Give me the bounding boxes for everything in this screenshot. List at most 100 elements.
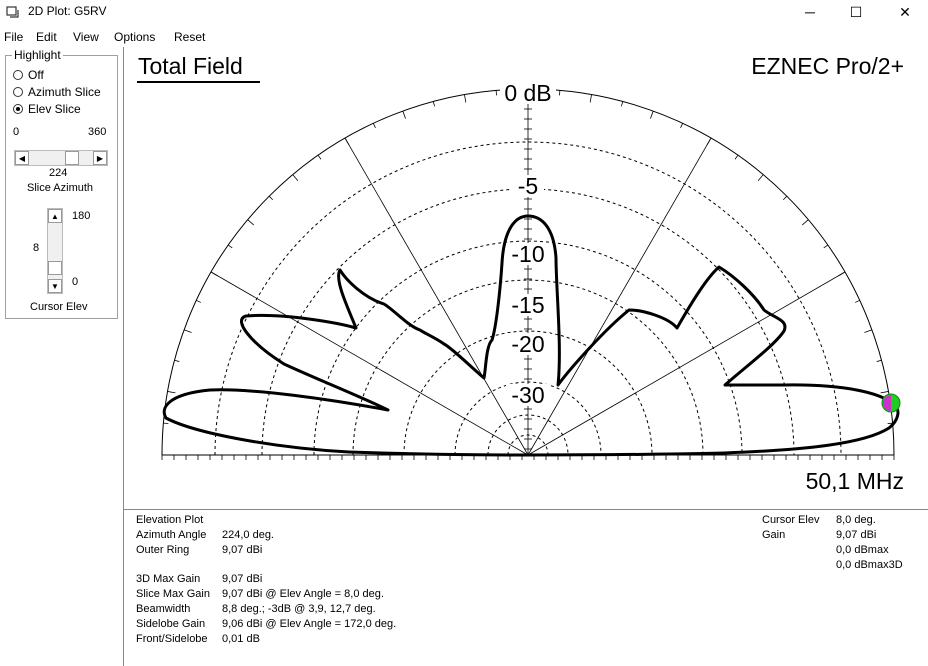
- menu-view[interactable]: View: [73, 30, 99, 44]
- radio-azimuth-label: Azimuth Slice: [28, 85, 101, 99]
- radio-off[interactable]: Off: [13, 68, 44, 82]
- scroll-up-icon[interactable]: ▲: [48, 209, 62, 223]
- ring-tick: [801, 219, 809, 226]
- ring-tick: [210, 271, 219, 277]
- info-value-outer-ring: 9,07 dBi: [222, 544, 263, 556]
- angle-spoke: [527, 137, 712, 456]
- ring-label-bg: [506, 333, 550, 355]
- radio-elev-slice[interactable]: Elev Slice: [13, 102, 81, 116]
- ring-tick: [706, 137, 712, 146]
- ring-label-bg: [512, 175, 544, 197]
- info-value-cursor-elev: 8,0 deg.: [836, 514, 876, 526]
- ring-tick: [174, 359, 180, 362]
- ring-label-bg: [506, 294, 550, 316]
- ring-tick: [317, 154, 322, 160]
- control-panel: Highlight Off Azimuth Slice Elev Slice 0…: [0, 47, 123, 666]
- info-label-slice-max: Slice Max Gain: [136, 588, 210, 600]
- ring-label-5: -5: [518, 173, 538, 199]
- scroll-left-icon[interactable]: ◀: [15, 151, 29, 165]
- ring-tick: [196, 299, 201, 303]
- azimuth-scrollbar[interactable]: ◀ ▶: [14, 150, 108, 166]
- product-label: EZNEC Pro/2+: [751, 53, 904, 79]
- ring-tick: [464, 94, 467, 103]
- ring-tick: [876, 359, 882, 362]
- ring-tick: [680, 123, 684, 128]
- range-ring: [352, 279, 704, 456]
- ring-tick: [402, 110, 406, 119]
- ring-tick: [247, 219, 255, 226]
- menu-bar: File Edit View Options Reset: [0, 27, 928, 47]
- info-value-gain-dbmax: 0,0 dBmax: [836, 544, 889, 556]
- maximize-icon: ☐: [849, 3, 863, 20]
- angle-spoke: [210, 271, 529, 456]
- ring-labels: 0 dB -5 -10 -15 -20 -30: [500, 80, 556, 408]
- menu-reset[interactable]: Reset: [174, 30, 206, 44]
- ring-label-20: -20: [511, 331, 544, 357]
- ring-tick: [782, 195, 788, 201]
- azimuth-max-label: 360: [88, 126, 107, 138]
- menu-edit[interactable]: Edit: [36, 30, 57, 44]
- menu-options[interactable]: Options: [114, 30, 156, 44]
- angle-spoke: [527, 271, 846, 456]
- radio-elev-label: Elev Slice: [28, 102, 81, 116]
- info-value-front-sidelobe: 0,01 dB: [222, 633, 260, 645]
- ring-label-15: -15: [511, 292, 544, 318]
- menu-file[interactable]: File: [4, 30, 24, 44]
- azimuth-value: 224: [49, 167, 68, 179]
- info-value-azimuth: 224,0 deg.: [222, 529, 274, 541]
- radio-elev-indicator: [13, 104, 23, 114]
- info-label-plot-type: Elevation Plot: [136, 514, 204, 526]
- info-label-3d-max: 3D Max Gain: [136, 573, 201, 585]
- ring-tick: [268, 195, 274, 201]
- info-divider: [124, 509, 928, 510]
- ring-label-bg: [506, 384, 550, 406]
- ring-tick: [589, 94, 592, 103]
- info-label-cursor-elev: Cursor Elev: [762, 514, 820, 526]
- ring-tick: [650, 110, 654, 119]
- elevation-scrollbar[interactable]: ▲ ▼: [47, 208, 63, 294]
- info-value-gain-dbmax3d: 0,0 dBmax3D: [836, 559, 903, 571]
- info-value-3d-max: 9,07 dBi: [222, 573, 263, 585]
- ring-tick: [344, 137, 350, 146]
- info-value-beamwidth: 8,8 deg.; -3dB @ 3,9, 12,7 deg.: [222, 603, 376, 615]
- radiation-pattern: [162, 214, 900, 457]
- info-label-azimuth: Azimuth Angle: [136, 529, 207, 541]
- ring-tick: [734, 154, 739, 160]
- highlight-group: Highlight Off Azimuth Slice Elev Slice 0…: [5, 48, 118, 319]
- azimuth-thumb[interactable]: [65, 151, 79, 165]
- angle-spoke: [344, 137, 529, 456]
- close-icon: ✕: [899, 3, 911, 20]
- elevation-thumb[interactable]: [48, 261, 62, 275]
- range-ring: [313, 240, 743, 456]
- plot-title: Total Field: [138, 53, 243, 79]
- cursor-elev-label: Cursor Elev: [30, 301, 88, 313]
- minimize-icon: ─: [805, 4, 815, 20]
- info-label-outer-ring: Outer Ring: [136, 544, 190, 556]
- highlight-marker: [883, 395, 891, 411]
- ring-label-30: -30: [511, 382, 544, 408]
- ring-tick: [837, 271, 846, 277]
- ring-tick: [855, 299, 860, 303]
- info-label-front-sidelobe: Front/Sidelobe: [136, 633, 208, 645]
- ring-tick: [823, 244, 829, 249]
- info-panel: Elevation Plot Azimuth Angle 224,0 deg. …: [124, 510, 928, 666]
- ring-label-0db: 0 dB: [504, 80, 551, 106]
- elev-value: 8: [33, 242, 40, 254]
- radio-azimuth-slice[interactable]: Azimuth Slice: [13, 85, 101, 99]
- slice-azimuth-label: Slice Azimuth: [27, 182, 94, 194]
- info-value-sidelobe: 9,06 dBi @ Elev Angle = 172,0 deg.: [222, 618, 397, 630]
- ring-tick: [880, 391, 889, 394]
- minimize-button[interactable]: ─: [787, 0, 833, 24]
- scroll-down-icon[interactable]: ▼: [48, 279, 62, 293]
- info-value-slice-max: 9,07 dBi @ Elev Angle = 8,0 deg.: [222, 588, 384, 600]
- maximize-button[interactable]: ☐: [833, 0, 879, 24]
- ring-tick: [757, 174, 764, 182]
- ring-label-10: -10: [511, 241, 544, 267]
- range-ring: [214, 141, 842, 456]
- ring-label-bg: [506, 243, 550, 265]
- close-button[interactable]: ✕: [882, 0, 928, 24]
- ring-tick: [372, 123, 376, 128]
- scroll-right-icon[interactable]: ▶: [93, 151, 107, 165]
- info-label-sidelobe: Sidelobe Gain: [136, 618, 206, 630]
- plot-area[interactable]: Total Field EZNEC Pro/2+ 50,1 MHz 0 dB -…: [124, 48, 928, 509]
